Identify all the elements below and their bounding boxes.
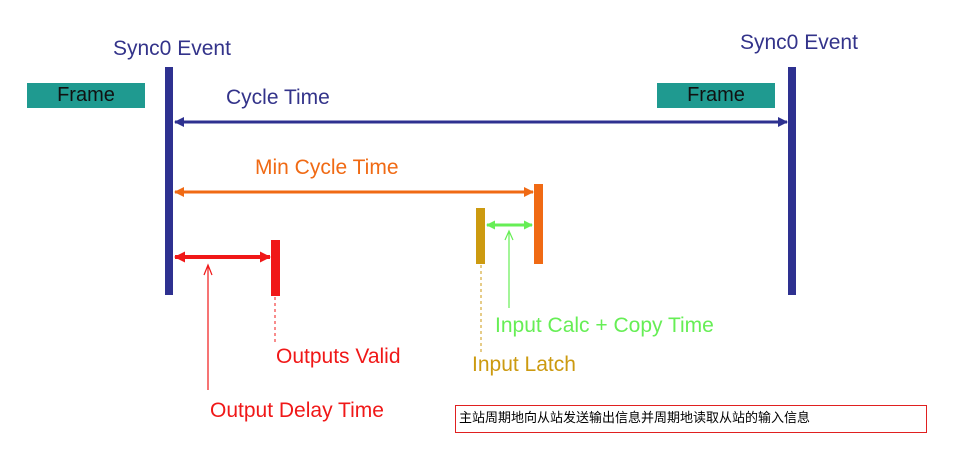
input-calc-copy-time-label: Input Calc + Copy Time [495,314,714,337]
input-calc-copy-leader-head [504,229,514,241]
sync0-label-left: Sync0 Event [113,37,231,60]
output-delay-time-label: Output Delay Time [210,399,384,422]
min-cycle-time-label: Min Cycle Time [255,156,399,179]
cycle-time-label: Cycle Time [226,86,330,109]
frame-box-left: Frame [27,83,145,108]
sync0-bar-left [165,67,173,295]
input-latch-bar [476,208,485,264]
min-cycle-end-bar [534,184,543,264]
outputs-valid-label: Outputs Valid [276,345,401,368]
outputs-valid-bar [271,240,280,296]
input-latch-label: Input Latch [472,353,576,376]
note-box: 主站周期地向从站发送输出信息并周期地读取从站的输入信息 [455,405,927,433]
sync0-label-right: Sync0 Event [740,31,858,54]
output-delay-leader-head [203,263,213,276]
frame-box-right: Frame [657,83,775,108]
sync0-bar-right [788,67,796,295]
